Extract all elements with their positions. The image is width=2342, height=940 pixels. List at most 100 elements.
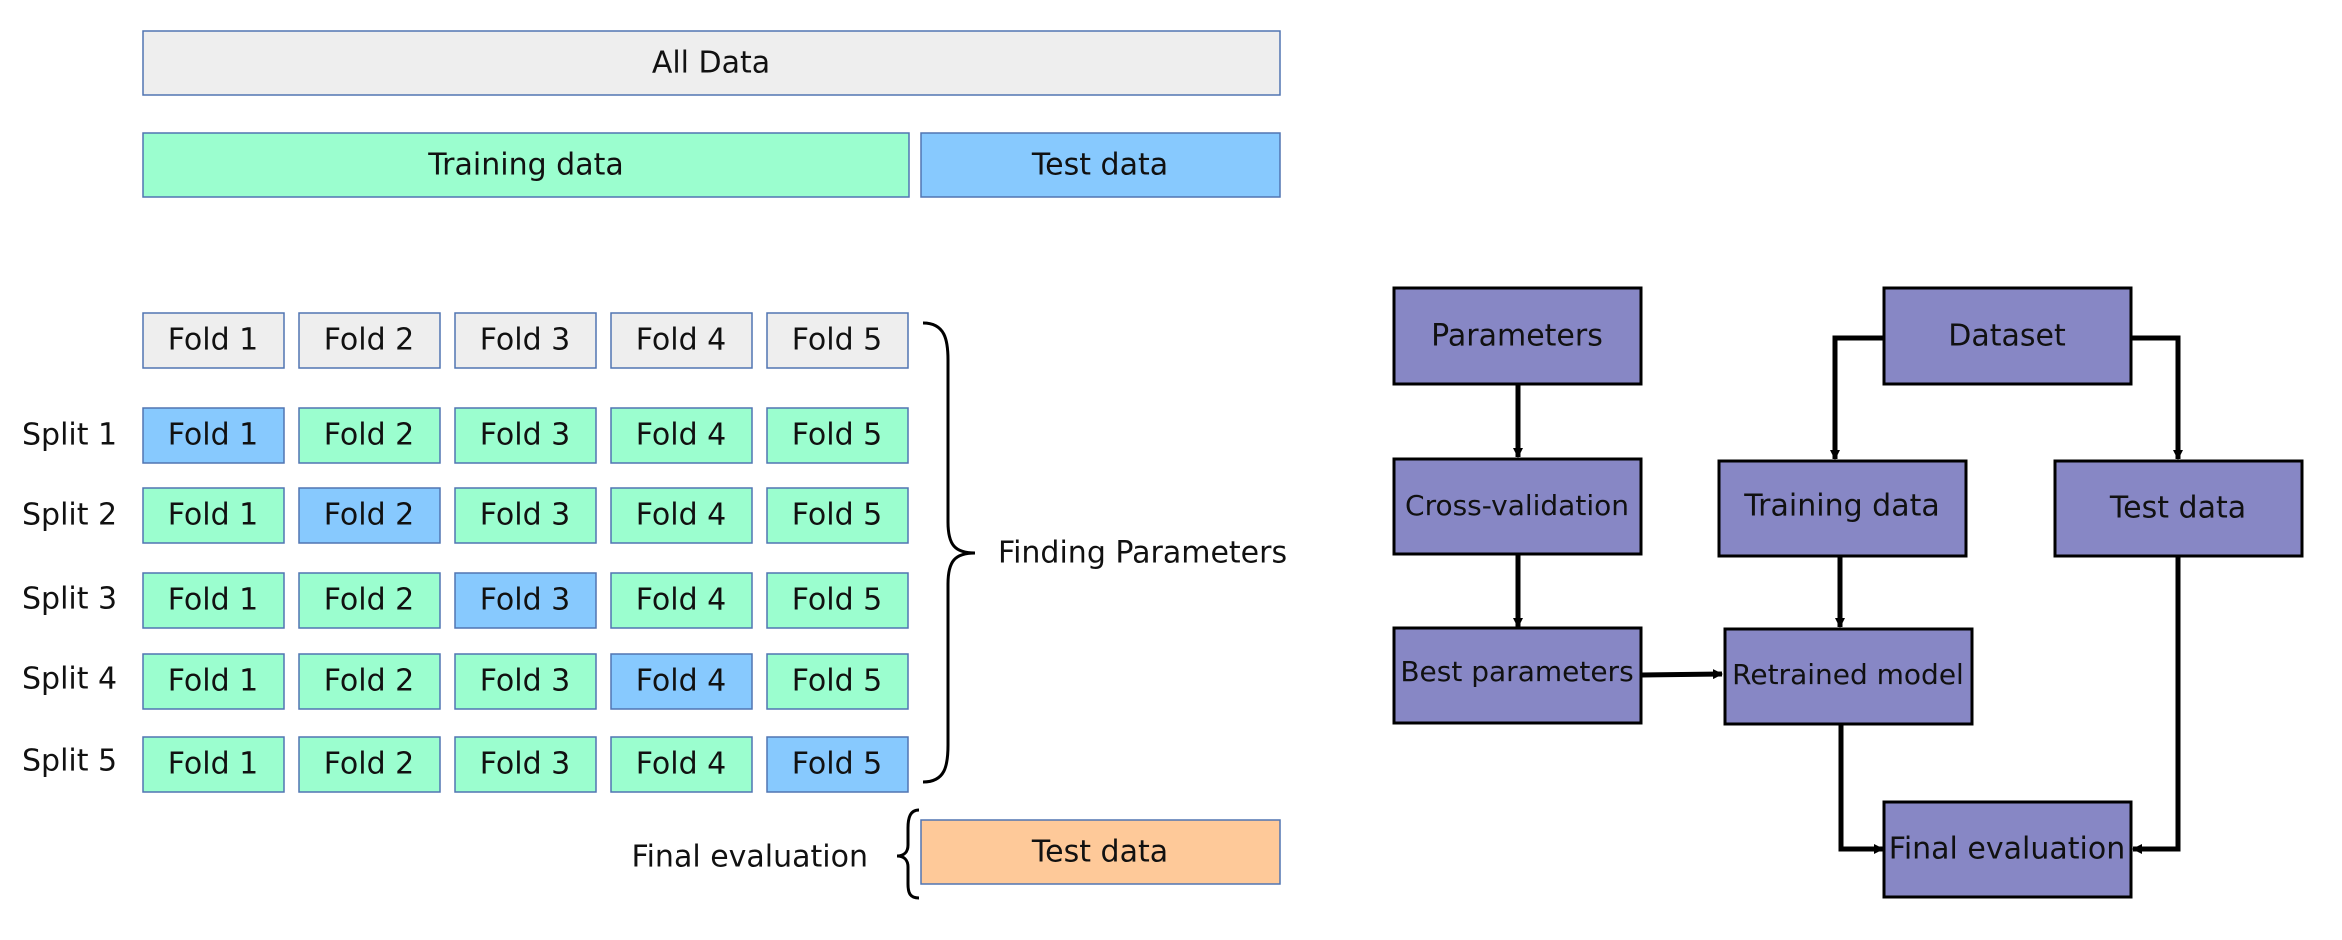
fold-box-train [766,407,909,464]
test-data-label: Test data [1031,148,1168,183]
parameters-box [1392,286,1643,386]
retrained-model-box [1723,627,1974,726]
all-data-bar [142,30,1281,96]
fold-label: Fold 2 [324,418,415,453]
fold-box-train [610,572,753,629]
fold-box-train [454,407,597,464]
fold-label: Fold 3 [480,498,571,533]
fold-box-test [610,653,753,710]
fold-label: Fold 2 [324,583,415,618]
fold-box-train [610,407,753,464]
fold-header-box [298,312,441,369]
fold-label: Fold 4 [636,583,727,618]
split-row: Split 1 Fold 1 Fold 2 Fold 3 Fold 4 Fold… [22,407,909,464]
final-evaluation-label: Final evaluation [1889,832,2125,867]
split-row: Split 2 Fold 1 Fold 2 Fold 3 Fold 4 Fold… [22,487,909,544]
fold-box-train [298,407,441,464]
test-data-label: Test data [2109,491,2246,526]
best-parameters-box [1392,626,1643,725]
training-data-box [1717,459,1968,558]
fold-label: Fold 2 [324,664,415,699]
split-row: Split 3 Fold 1 Fold 2 Fold 3 Fold 4 Fold… [22,572,909,629]
fold-label: Fold 5 [792,747,883,782]
fold-box-train [610,736,753,793]
fold-box-train [142,572,285,629]
cross-validation-box [1392,457,1643,556]
fold-header-box [454,312,597,369]
fold-label: Fold 4 [636,747,727,782]
fold-label: Fold 3 [480,418,571,453]
fold-label: Fold 1 [168,418,259,453]
arrow-test-to-final [2132,556,2181,854]
training-data-bar [142,132,910,198]
finding-parameters-label: Finding Parameters [998,536,1287,571]
parameters-label: Parameters [1431,319,1603,354]
fold-header-label: Fold 3 [480,323,571,358]
fold-box-test [766,736,909,793]
fold-box-test [142,407,285,464]
fold-box-train [142,487,285,544]
finding-parameters-brace [922,321,976,784]
dataset-label: Dataset [1948,319,2066,354]
fold-box-test [454,572,597,629]
training-data-label: Training data [1743,489,1939,524]
final-test-data-bar [920,819,1281,885]
final-evaluation-label: Final evaluation [632,840,868,875]
cv-diagram: All Data Training data Test data Fold 1 … [22,30,1287,900]
fold-label: Fold 4 [636,418,727,453]
fold-box-train [298,572,441,629]
split-label: Split 5 [22,744,117,779]
fold-box-train [766,487,909,544]
fold-label: Fold 1 [168,747,259,782]
fold-box-train [766,572,909,629]
fold-label: Fold 4 [636,498,727,533]
all-data-label: All Data [652,46,770,81]
fold-label: Fold 1 [168,664,259,699]
fold-box-train [298,653,441,710]
dataset-box [1882,286,2133,386]
fold-label: Fold 5 [792,418,883,453]
split-row: Split 4 Fold 1 Fold 2 Fold 3 Fold 4 Fold… [22,653,909,710]
fold-header-label: Fold 5 [792,323,883,358]
retrained-model-label: Retrained model [1732,658,1964,691]
training-data-label: Training data [427,148,623,183]
fold-box-train [142,736,285,793]
fold-box-train [766,653,909,710]
split-label: Split 2 [22,498,117,533]
fold-header-box [610,312,753,369]
fold-box-train [142,653,285,710]
best-parameters-label: Best parameters [1400,655,1633,688]
test-data-box [2053,459,2304,558]
split-label: Split 4 [22,662,117,697]
fold-label: Fold 3 [480,747,571,782]
final-evaluation-brace [896,808,920,900]
split-row: Split 5 Fold 1 Fold 2 Fold 3 Fold 4 Fold… [22,736,909,793]
split-label: Split 3 [22,582,117,617]
fold-header-box [766,312,909,369]
fold-header-label: Fold 2 [324,323,415,358]
arrow-retrained-to-final [1838,724,1884,854]
fold-box-train [454,487,597,544]
arrow-dataset-to-test [2131,335,2183,460]
arrow-dataset-to-training [1830,335,1885,460]
test-data-bar [920,132,1281,198]
fold-box-train [610,487,753,544]
fold-label: Fold 5 [792,583,883,618]
fold-box-train [454,736,597,793]
fold-header-label: Fold 4 [636,323,727,358]
final-test-data-label: Test data [1031,835,1168,870]
final-evaluation-box [1882,800,2133,899]
fold-header-box [142,312,285,369]
fold-header-label: Fold 1 [168,323,259,358]
arrow-best-to-retrained [1641,669,1723,680]
fold-label: Fold 1 [168,498,259,533]
fold-label: Fold 2 [324,498,415,533]
flowchart: Parameters Dataset Cross-validation Trai… [1392,286,2304,899]
cross-validation-label: Cross-validation [1405,489,1629,522]
split-label: Split 1 [22,418,117,453]
fold-label: Fold 4 [636,664,727,699]
fold-label: Fold 2 [324,747,415,782]
fold-box-test [298,487,441,544]
fold-label: Fold 5 [792,664,883,699]
